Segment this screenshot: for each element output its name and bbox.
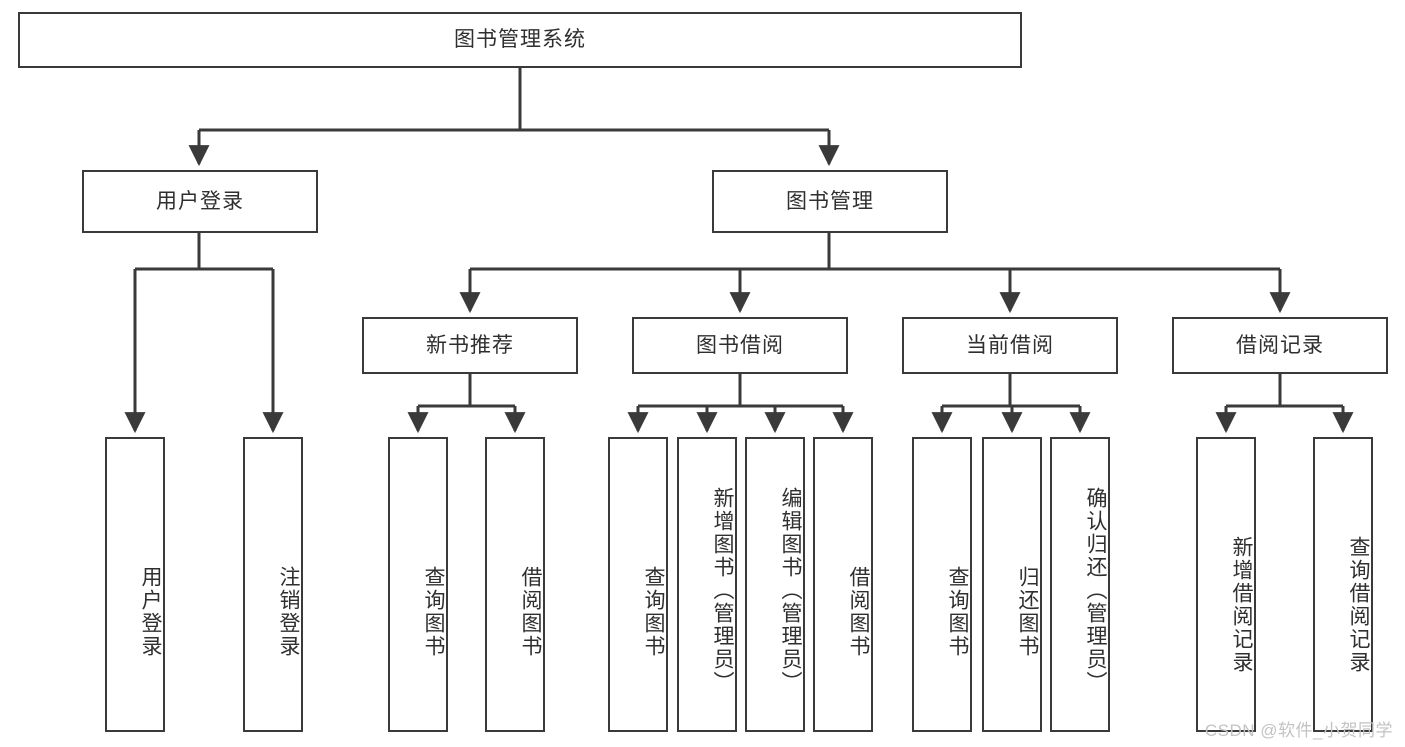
node-root[interactable]: 图书管理系统 [18, 12, 1022, 68]
node-leaf-borrow-book-1[interactable]: 借阅图书 [485, 437, 545, 732]
node-label: 查询图书 [422, 566, 445, 658]
node-label: 借阅图书 [519, 566, 542, 658]
node-leaf-query-book-3[interactable]: 查询图书 [912, 437, 972, 732]
node-label: 新增图书（管理员） [711, 487, 734, 694]
node-label: 用户登录 [156, 189, 244, 213]
node-leaf-return-book[interactable]: 归还图书 [982, 437, 1042, 732]
node-leaf-query-record[interactable]: 查询借阅记录 [1313, 437, 1373, 732]
node-label: 查询图书 [642, 566, 665, 658]
node-leaf-borrow-book-2[interactable]: 借阅图书 [813, 437, 873, 732]
node-leaf-query-book-1[interactable]: 查询图书 [388, 437, 448, 732]
node-current-borrow[interactable]: 当前借阅 [902, 317, 1118, 374]
node-leaf-logout[interactable]: 注销登录 [243, 437, 303, 732]
node-leaf-add-record[interactable]: 新增借阅记录 [1196, 437, 1256, 732]
node-new-book-rec[interactable]: 新书推荐 [362, 317, 578, 374]
node-label: 确认归还（管理员） [1084, 487, 1107, 694]
node-label: 查询借阅记录 [1347, 535, 1370, 674]
node-label: 用户登录 [139, 566, 162, 658]
node-leaf-query-book-2[interactable]: 查询图书 [608, 437, 668, 732]
node-label: 归还图书 [1016, 566, 1039, 658]
node-borrow-record[interactable]: 借阅记录 [1172, 317, 1388, 374]
node-label: 查询图书 [946, 566, 969, 658]
node-label: 借阅记录 [1236, 333, 1324, 357]
node-book-borrow[interactable]: 图书借阅 [632, 317, 848, 374]
csdn-watermark: CSDN @软件_小贺同学 [1204, 721, 1393, 740]
node-label: 编辑图书（管理员） [779, 487, 802, 694]
node-label: 新书推荐 [426, 333, 514, 357]
node-label: 借阅图书 [847, 566, 870, 658]
node-label: 图书管理系统 [454, 28, 586, 52]
node-label: 当前借阅 [966, 333, 1054, 357]
node-book-manage[interactable]: 图书管理 [712, 170, 948, 233]
node-user-login[interactable]: 用户登录 [82, 170, 318, 233]
node-leaf-user-login[interactable]: 用户登录 [105, 437, 165, 732]
node-leaf-add-book-admin[interactable]: 新增图书（管理员） [677, 437, 737, 732]
node-leaf-confirm-return[interactable]: 确认归还（管理员） [1050, 437, 1110, 732]
node-label: 图书管理 [786, 189, 874, 213]
node-label: 图书借阅 [696, 333, 784, 357]
node-leaf-edit-book-admin[interactable]: 编辑图书（管理员） [745, 437, 805, 732]
node-label: 新增借阅记录 [1230, 535, 1253, 674]
node-label: 注销登录 [277, 566, 300, 658]
